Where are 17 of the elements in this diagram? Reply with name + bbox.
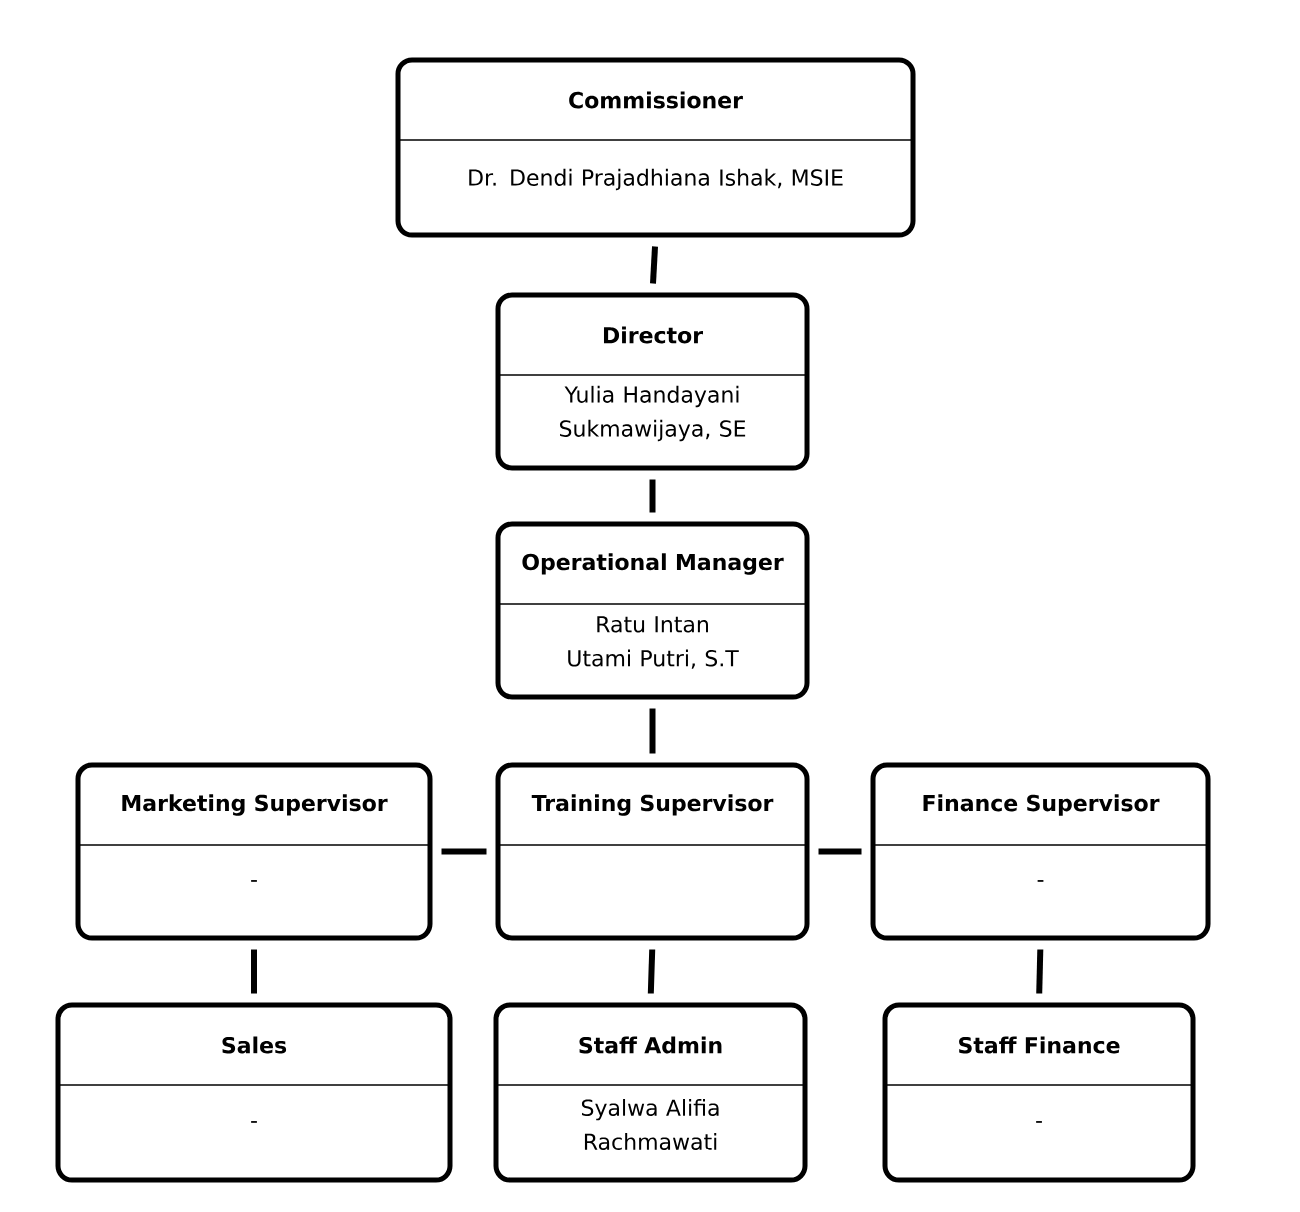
position-box: Finance Supervisor - — [870, 762, 1211, 941]
connector-line — [649, 708, 656, 754]
connector-line — [649, 479, 656, 513]
position-box: Staff Admin Syalwa Alifia Rachmawati — [493, 1002, 808, 1183]
connector-line — [1036, 949, 1044, 994]
connector-line — [441, 848, 487, 855]
position-box: Operational Manager Ratu Intan Utami Putri, S.T — [495, 521, 810, 700]
connector-line — [647, 949, 656, 994]
position-box: Director Yulia Handayani Sukmawijaya, SE — [495, 292, 810, 471]
position-box: Marketing Supervisor - — [75, 762, 433, 941]
connector-line — [818, 848, 862, 855]
position-box: Staff Finance - — [882, 1002, 1196, 1183]
connector-line — [251, 949, 257, 994]
position-box: Commissioner Dr. Dendi Prajadhiana Ishak, MSIE — [395, 57, 916, 238]
connector-line — [650, 246, 658, 284]
position-box: Training Supervisor — [495, 762, 810, 941]
position-box: Sales - — [55, 1002, 453, 1183]
